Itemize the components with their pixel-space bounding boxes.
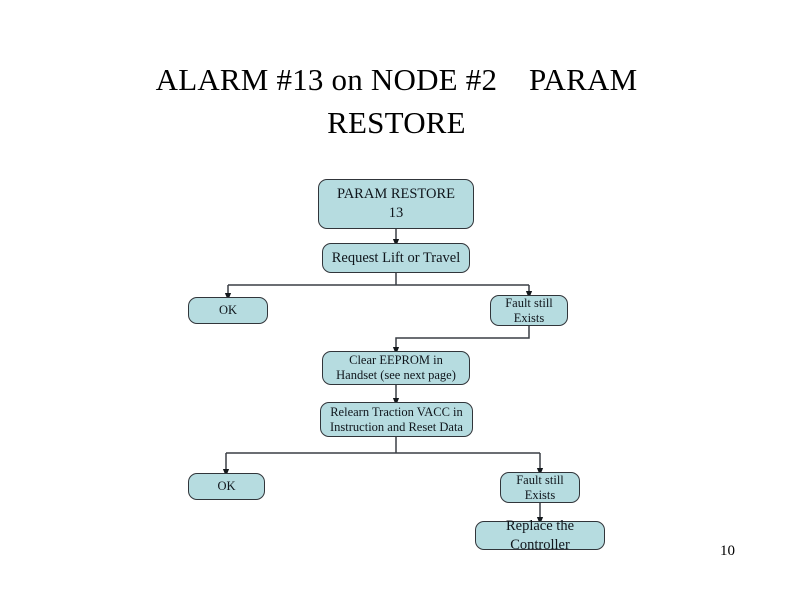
node-request-lift-or-travel[interactable]: Request Lift or Travel <box>322 243 470 273</box>
node-param-restore[interactable]: PARAM RESTORE 13 <box>318 179 474 229</box>
node-fault-still-exists-second[interactable]: Fault still Exists <box>500 472 580 503</box>
node-clear-eeprom[interactable]: Clear EEPROM in Handset (see next page) <box>322 351 470 385</box>
node-ok-second[interactable]: OK <box>188 473 265 500</box>
node-fault-still-exists-first[interactable]: Fault still Exists <box>490 295 568 326</box>
node-replace-the-controller[interactable]: Replace the Controller <box>475 518 605 553</box>
page-title: ALARM #13 on NODE #2 PARAM RESTORE <box>155 62 638 140</box>
page-number: 10 <box>720 543 735 559</box>
node-relearn-traction-vacc[interactable]: Relearn Traction VACC in Instruction and… <box>320 402 473 437</box>
node-ok-first[interactable]: OK <box>188 297 268 324</box>
